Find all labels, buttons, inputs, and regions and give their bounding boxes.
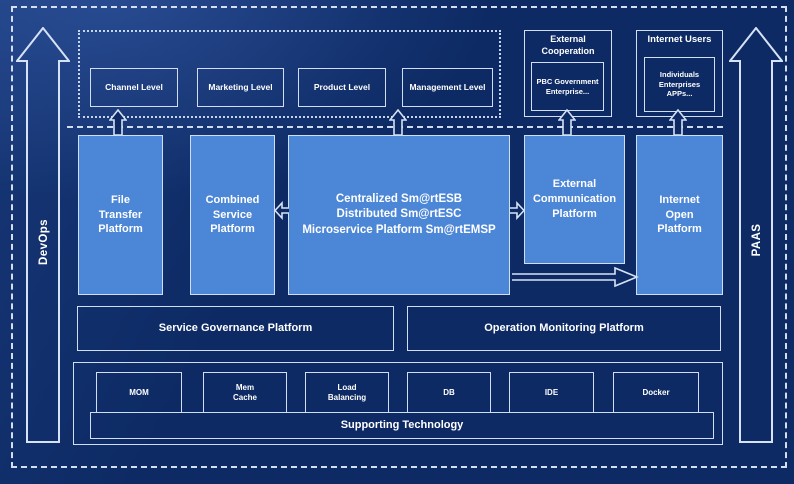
esb-to-internet-open-arrow-icon [512,266,639,288]
left-exchange-arrow-icon [274,201,289,220]
right-exchange-arrow-icon [510,201,525,220]
file-transfer-platform-box: File Transfer Platform [78,135,163,295]
central-esb-platform-box: Centralized Sm@rtESB Distributed Sm@rtES… [288,135,510,295]
levels-group [78,30,501,118]
internet-users-title: Internet Users [647,34,712,45]
level-box-channel: Channel Level [90,68,178,107]
devops-label: DevOps [38,219,50,265]
tech-box-mem-cache: Mem Cache [203,372,287,413]
level-box-marketing: Marketing Level [197,68,284,107]
external-cooperation-box: External Cooperation PBC Government Ente… [524,30,612,117]
up-arrow-icon [109,109,127,136]
external-communication-platform-box: External Communication Platform [524,135,625,264]
outer-dashed-border [11,6,787,468]
internet-users-members: Individuals Enterprises APPs... [644,57,715,112]
internet-users-box: Internet Users Individuals Enterprises A… [636,30,723,117]
external-cooperation-members: PBC Government Enterprise... [531,62,604,111]
supporting-technology-bar: Supporting Technology [90,412,714,439]
tech-box-mom: MOM [96,372,182,413]
tech-box-db: DB [407,372,491,413]
tech-box-ide: IDE [509,372,594,413]
paas-label: PAAS [751,223,763,257]
up-arrow-icon [389,109,407,136]
up-arrow-icon [558,109,576,136]
external-cooperation-title: External Cooperation [541,34,595,56]
level-box-product: Product Level [298,68,386,107]
tech-box-docker: Docker [613,372,699,413]
internet-open-platform-box: Internet Open Platform [636,135,723,295]
up-arrow-icon [669,109,687,136]
paas-arrow-icon [729,27,783,443]
tech-box-load-balancing: Load Balancing [305,372,389,413]
level-box-management: Management Level [402,68,493,107]
combined-service-platform-box: Combined Service Platform [190,135,275,295]
operation-monitoring-platform-box: Operation Monitoring Platform [407,306,721,351]
service-governance-platform-box: Service Governance Platform [77,306,394,351]
devops-arrow-icon [16,27,70,443]
supporting-technology-group [73,362,723,445]
